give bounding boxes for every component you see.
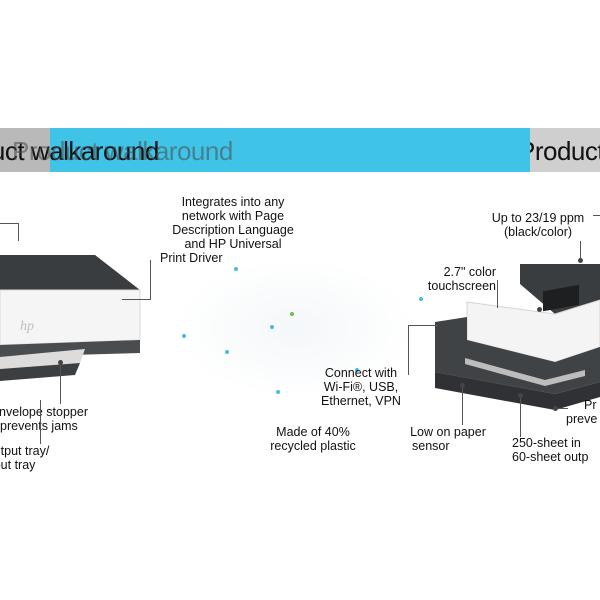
callout-line: Pr	[584, 398, 597, 412]
leader-line	[497, 280, 498, 308]
callout-line: Description Language	[172, 223, 294, 237]
callout-line: 60-sheet outp	[512, 450, 589, 464]
leader-line	[580, 241, 581, 261]
banner-gray-block	[0, 128, 50, 172]
leader-line	[556, 408, 568, 409]
banner-title-faded: Product walkaround	[12, 136, 233, 166]
callout-line: and HP Universal	[184, 237, 282, 251]
leader-line	[462, 385, 463, 425]
network-node-dot	[276, 390, 280, 394]
leader-dot	[578, 258, 583, 263]
leader-line	[593, 215, 600, 216]
network-node-dot	[355, 368, 359, 372]
leader-dot	[460, 383, 465, 388]
callout-envelope-stopper: Envelope stopper prevents jams	[0, 405, 88, 433]
callout-line: input tray	[0, 458, 36, 472]
callout-line: Integrates into any	[181, 195, 285, 209]
network-node-dot	[419, 297, 423, 301]
leader-line	[0, 223, 18, 224]
leader-line	[408, 325, 438, 326]
callout-line: Made of 40%	[276, 425, 350, 439]
svg-text:hp: hp	[20, 319, 34, 334]
network-node-dot	[234, 267, 238, 271]
leader-line	[150, 260, 151, 300]
leader-dot	[537, 307, 542, 312]
callout-low-paper-sensor: Low on paper sensor	[400, 425, 496, 453]
leader-line	[122, 299, 150, 300]
network-node-dot	[290, 312, 294, 316]
callout-line: preve	[566, 412, 598, 426]
callout-line: Wi-Fi®, USB,	[323, 380, 399, 394]
leader-dot	[518, 393, 523, 398]
callout-line: Envelope stopper	[0, 405, 88, 419]
walkaround-banner: Product walkaround Product walkaround	[0, 128, 550, 172]
callout-integrates: Integrates into any network with Page De…	[158, 195, 308, 265]
callout-line: recycled plastic	[270, 439, 356, 453]
callout-line: Up to 23/19 ppm	[491, 211, 585, 225]
banner-title-right: Product	[530, 136, 600, 166]
callout-line: Low on paper	[410, 425, 486, 439]
callout-line: prevents jams	[0, 419, 78, 433]
leader-dot	[553, 406, 558, 411]
callout-prevent-cropped: Pr preve	[566, 398, 600, 426]
banner-title: Product walkaround	[0, 136, 159, 166]
callout-line: sensor	[412, 439, 450, 453]
network-node-dot	[225, 350, 229, 354]
callout-line: (black/color)	[503, 225, 573, 239]
callout-line: Ethernet, VPN	[321, 394, 401, 408]
printer-left-image: hp	[0, 255, 141, 381]
leader-line	[408, 325, 409, 375]
callout-output-tray: Output tray/ input tray	[0, 444, 74, 472]
callout-line: Output tray/	[0, 444, 50, 458]
callout-line: 2.7" color	[443, 265, 496, 279]
leader-line	[40, 400, 41, 444]
leader-dot	[58, 360, 63, 365]
callout-line: Connect with	[324, 366, 398, 380]
callout-line: Print Driver	[160, 251, 223, 265]
callout-recycled-plastic: Made of 40% recycled plastic	[254, 425, 372, 453]
leader-line	[520, 395, 521, 437]
callout-line: 250-sheet in	[512, 436, 581, 450]
callout-paper-capacity: 250-sheet in 60-sheet outp	[512, 436, 600, 464]
callout-connectivity: Connect with Wi-Fi®, USB, Ethernet, VPN	[313, 366, 409, 408]
network-node-dot	[182, 334, 186, 338]
callout-print-speed: Up to 23/19 ppm (black/color)	[482, 211, 594, 239]
network-node-dot	[270, 325, 274, 329]
banner-right: Product	[530, 128, 600, 172]
callout-line: touchscreen	[427, 279, 496, 293]
callout-line: network with Page	[181, 209, 285, 223]
network-backdrop	[175, 258, 415, 398]
callout-touchscreen: 2.7" color touchscreen	[400, 265, 496, 293]
leader-line	[60, 362, 61, 404]
leader-line	[18, 223, 19, 241]
printer-right-image	[435, 264, 600, 410]
